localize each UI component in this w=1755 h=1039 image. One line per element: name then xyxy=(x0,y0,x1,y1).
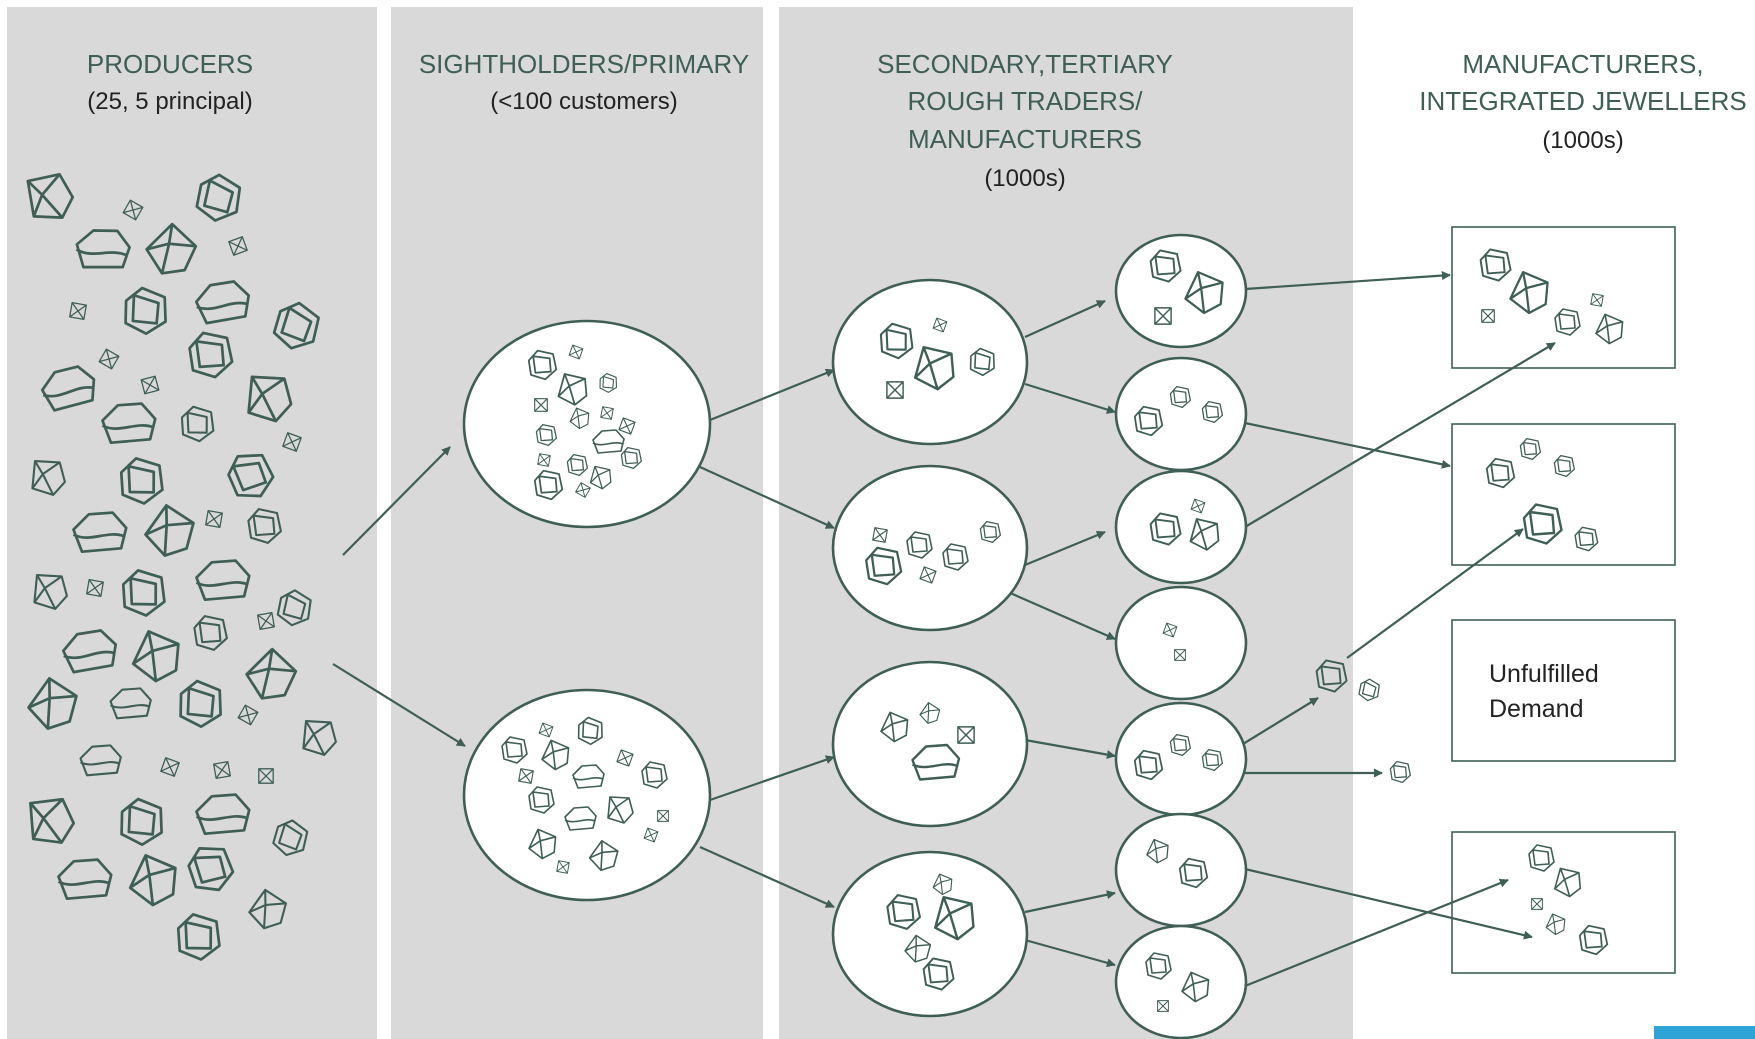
buyer-node-2 xyxy=(1114,356,1248,472)
buyer-node-4 xyxy=(1114,585,1248,701)
trader-node-3 xyxy=(831,660,1029,828)
arrow-q7-to-box4 xyxy=(1244,878,1509,988)
arrow-t2-to-q3 xyxy=(1024,530,1106,567)
arrow-s2-to-t3 xyxy=(709,755,835,802)
arrow-s1-to-t1 xyxy=(709,368,835,422)
arrow-t3-to-q5 xyxy=(1024,738,1116,760)
arrow-q3-to-box1 xyxy=(1244,342,1556,528)
arrow-s1-to-t2 xyxy=(699,465,835,530)
unfulfilled-demand-box xyxy=(1451,619,1676,762)
secondary-subtitle: (1000s) xyxy=(984,165,1065,192)
trader-node-2 xyxy=(831,464,1029,632)
arrow-loose-gem-to-box2 xyxy=(1346,528,1524,659)
manufacturers-subtitle: (1000s) xyxy=(1542,127,1623,154)
arrow-t1-to-q1 xyxy=(1024,299,1106,339)
unfulfilled-label-line-2: Demand xyxy=(1489,695,1584,723)
buyer-node-1 xyxy=(1114,233,1248,349)
accent-tab xyxy=(1654,1026,1755,1039)
producers-title: PRODUCERS xyxy=(87,49,253,79)
buyer-node-6 xyxy=(1114,812,1248,928)
manufacturer-box-1 xyxy=(1451,226,1676,369)
manufacturers-title-line-1: MANUFACTURERS, xyxy=(1462,49,1703,79)
secondary-title-line-1: SECONDARY,TERTIARY xyxy=(877,49,1173,79)
producers-subtitle: (25, 5 principal) xyxy=(87,88,252,115)
unfulfilled-label-line-1: Unfulfilled xyxy=(1489,660,1599,688)
secondary-title-line-3: MANUFACTURERS xyxy=(908,124,1142,154)
trader-node-4 xyxy=(831,850,1029,1018)
arrow-q2-to-box2 xyxy=(1244,421,1451,469)
arrow-producers-to-sightholder-2 xyxy=(332,663,466,747)
arrow-t4-to-q6 xyxy=(1024,890,1116,914)
flow-arrows xyxy=(332,271,1556,988)
arrow-t4-to-q7 xyxy=(1024,938,1116,968)
arrow-q5-to-loose-gem xyxy=(1242,697,1319,745)
manufacturer-box-2 xyxy=(1451,423,1676,566)
sightholders-title: SIGHTHOLDERS/PRIMARY xyxy=(419,49,749,79)
arrow-s2-to-t4 xyxy=(699,845,835,909)
buyer-node-3 xyxy=(1114,469,1248,585)
arrow-q6-to-box4 xyxy=(1244,867,1533,940)
sightholder-node-2 xyxy=(462,688,712,902)
manufacturers-title-line-2: INTEGRATED JEWELLERS xyxy=(1419,86,1746,116)
rough-diamond-icon xyxy=(1389,760,1412,784)
buyer-node-7 xyxy=(1114,924,1248,1039)
secondary-title-line-2: ROUGH TRADERS/ xyxy=(908,86,1144,116)
sightholders-subtitle: (<100 customers) xyxy=(490,88,677,115)
rough-diamond-icon xyxy=(1355,676,1383,704)
arrow-t1-to-q2 xyxy=(1024,382,1116,414)
manufacturer-box-4 xyxy=(1451,831,1676,974)
arrow-q1-to-box1 xyxy=(1244,271,1451,291)
arrow-t2-to-q4 xyxy=(1007,590,1116,641)
arrow-producers-to-sightholder-1 xyxy=(342,446,451,556)
